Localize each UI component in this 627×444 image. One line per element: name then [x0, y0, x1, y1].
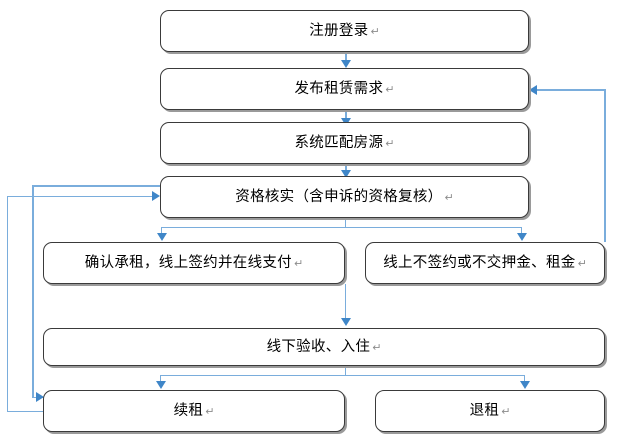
node-verify[interactable]: 资格核实（含申诉的资格复核）↵ [160, 176, 529, 218]
edge-renew-verify-arrow [36, 392, 44, 402]
paragraph-mark-icon: ↵ [293, 256, 304, 270]
edge-confirm-checkin-line [345, 284, 346, 322]
node-register[interactable]: 注册登录↵ [160, 10, 529, 52]
node-checkin[interactable]: 线下验收、入住↵ [43, 328, 605, 366]
edge-checkin-renew-drop [160, 375, 161, 383]
edge-checkin-split-stem [345, 366, 346, 376]
edge-verify-confirm-drop [161, 227, 162, 236]
edge-nosign-publish-bar [536, 89, 605, 91]
node-checkin-label: 线下验收、入住 [266, 338, 371, 355]
edge-publish-match-line [345, 110, 347, 122]
node-verify-label: 资格核实（含申诉的资格复核） [235, 188, 443, 205]
edge-register-publish-arrow [341, 60, 351, 68]
edge-nosign-publish-arrow [529, 85, 537, 95]
node-publish[interactable]: 发布租赁需求↵ [160, 68, 529, 110]
edge-verify-nosign-drop [521, 227, 522, 236]
node-register-label: 注册登录 [309, 22, 369, 39]
edge-checkin-terminate-arrow [520, 381, 530, 389]
paragraph-mark-icon: ↵ [577, 256, 587, 270]
edge-renew-verify-bar [32, 185, 160, 187]
edge-checkin-renew-arrow [156, 381, 166, 389]
edge-match-verify-arrow [341, 170, 351, 178]
node-terminate[interactable]: 退租↵ [375, 390, 605, 432]
node-publish-label: 发布租赁需求 [294, 80, 384, 97]
node-confirm-label: 确认承租，线上签约并在线支付 [84, 254, 292, 271]
edge-verify-split-bar [161, 227, 522, 228]
edge-confirm-checkin-arrow [341, 318, 351, 326]
edge-verify-confirm-arrow [157, 233, 167, 241]
node-match-label: 系统匹配房源 [294, 134, 384, 151]
edge-nosign-publish-riser [604, 89, 606, 242]
node-renew[interactable]: 续租↵ [43, 390, 345, 432]
paragraph-mark-icon: ↵ [370, 24, 380, 38]
edge-verify-split-stem [345, 218, 346, 228]
edge-verify-nosign-arrow [517, 233, 527, 241]
edge-checkin-split-bar [160, 375, 525, 376]
edge-terminate-verify-arrow [152, 191, 160, 201]
node-nosign-label: 线上不签约或不交押金、租金 [383, 254, 576, 271]
edge-renew-verify-riser [32, 185, 34, 397]
node-nosign[interactable]: 线上不签约或不交押金、租金↵ [365, 242, 605, 284]
paragraph-mark-icon: ↵ [372, 340, 382, 354]
node-terminate-label: 退租 [469, 402, 500, 419]
edge-checkin-terminate-drop [524, 375, 525, 383]
node-renew-label: 续租 [173, 402, 204, 419]
edge-register-publish-line [345, 52, 347, 64]
paragraph-mark-icon: ↵ [205, 404, 215, 418]
node-confirm[interactable]: 确认承租，线上签约并在线支付↵ [43, 242, 345, 284]
paragraph-mark-icon: ↵ [444, 190, 454, 204]
edge-terminate-verify-bar [7, 196, 158, 197]
node-match[interactable]: 系统匹配房源↵ [160, 122, 529, 164]
paragraph-mark-icon: ↵ [501, 404, 511, 418]
paragraph-mark-icon: ↵ [385, 136, 395, 150]
paragraph-mark-icon: ↵ [385, 82, 395, 96]
edge-terminate-verify-riser [7, 196, 8, 411]
